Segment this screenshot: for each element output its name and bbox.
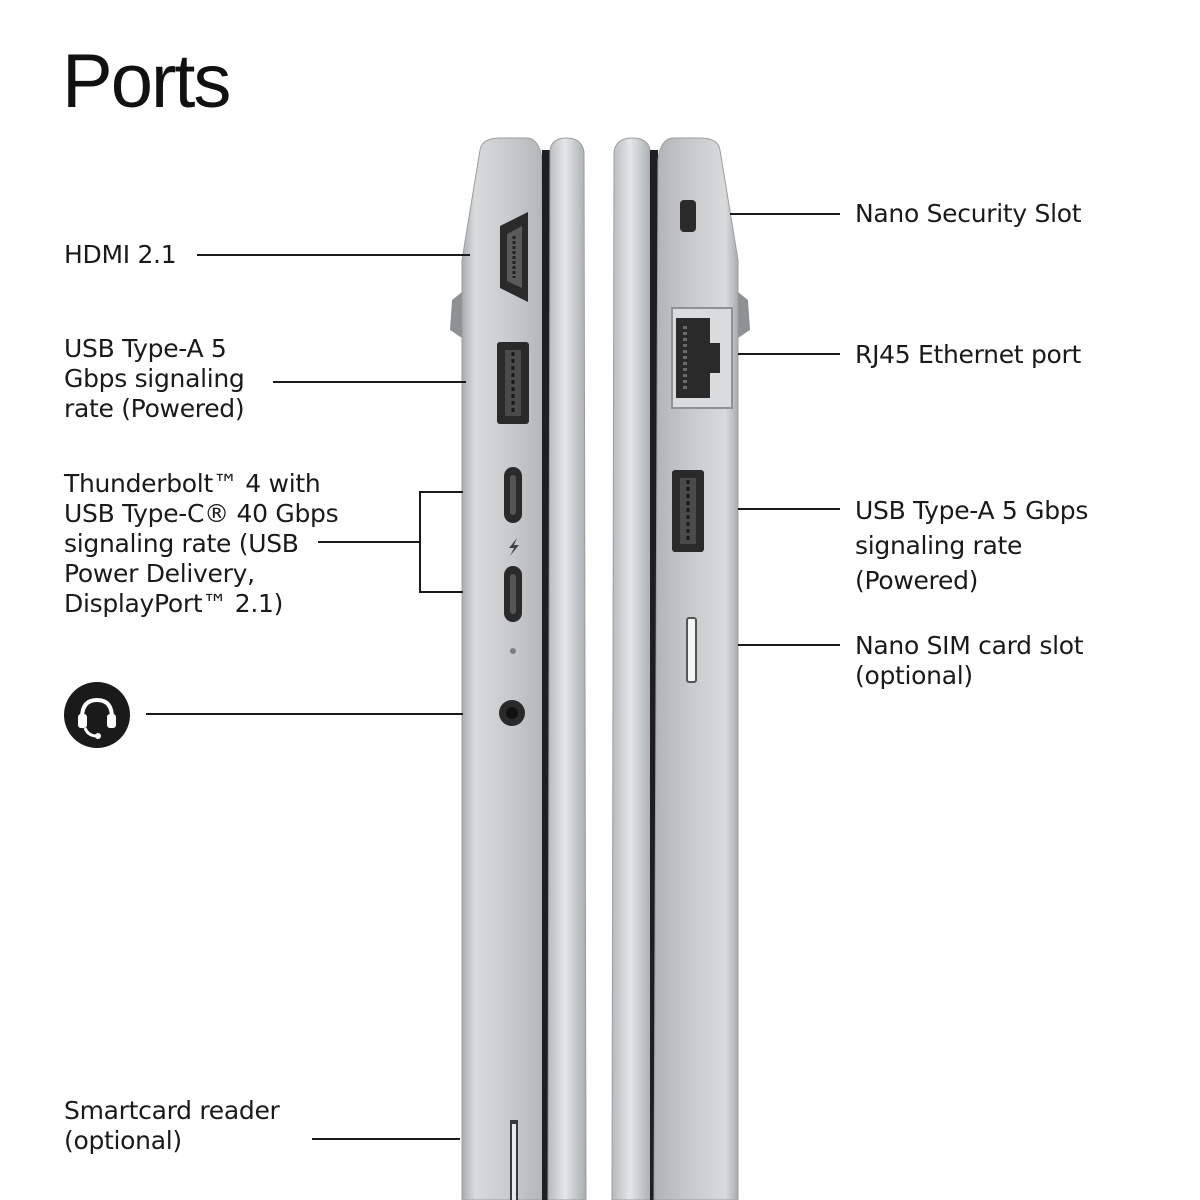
usb-c-port-2-inner — [510, 574, 516, 614]
headset-glyph — [78, 697, 116, 739]
callout-smartcard: Smartcard reader (optional) — [64, 1096, 280, 1155]
right-hinge-bump — [738, 292, 750, 338]
smartcard-slot-inner — [512, 1124, 516, 1200]
nano-sim-slot — [686, 617, 697, 683]
hdmi-port — [500, 212, 528, 302]
usb-a-left-port — [497, 342, 529, 424]
nano-security-slot — [680, 200, 696, 232]
left-hinge-bump — [450, 292, 462, 338]
left-lid — [547, 137, 587, 1200]
callout-thunderbolt: Thunderbolt™ 4 with USB Type-C® 40 Gbps … — [64, 469, 339, 618]
right-side-view — [611, 137, 750, 1200]
right-hinge-gap — [650, 150, 658, 1200]
thunderbolt-bracket — [419, 491, 463, 593]
callout-sim: Nano SIM card slot (optional) — [855, 631, 1084, 690]
headset-icon — [64, 682, 130, 748]
callout-hdmi: HDMI 2.1 — [64, 240, 177, 269]
thunderbolt-icon — [509, 538, 519, 556]
rj45-port — [671, 307, 733, 409]
left-base-body — [461, 137, 549, 1200]
usb-a-right-port — [672, 470, 704, 552]
usb-c-port-1-inner — [510, 475, 516, 515]
callout-security: Nano Security Slot — [855, 199, 1082, 228]
callout-rj45: RJ45 Ethernet port — [855, 340, 1081, 369]
left-hinge-gap — [542, 150, 550, 1200]
left-callout-lines — [146, 254, 470, 1140]
audio-jack-inner — [506, 707, 518, 719]
right-callout-lines — [730, 213, 840, 646]
right-lid — [611, 137, 653, 1200]
callout-usb-a-left: USB Type-A 5 Gbps signaling rate (Powere… — [64, 334, 245, 423]
status-led — [510, 648, 516, 654]
page-title: Ports — [62, 39, 231, 124]
callout-usb-a-right: USB Type-A 5 Gbps signaling rate (Powere… — [855, 496, 1089, 595]
left-side-view — [450, 137, 587, 1200]
